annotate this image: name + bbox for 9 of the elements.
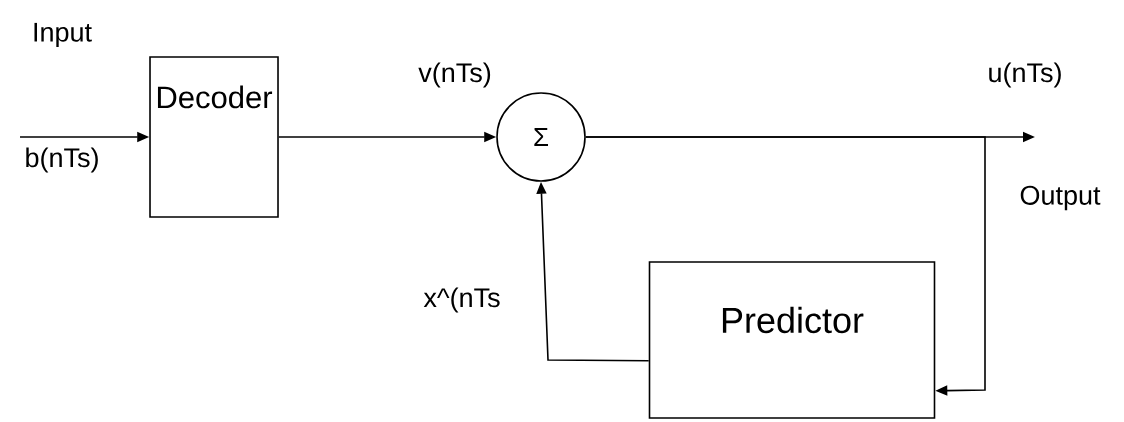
process-box: Decoder [149, 56, 279, 218]
signal-label: u(nTs) [989, 62, 1061, 88]
signal-label: v(nTs) [418, 62, 491, 88]
signal-label: Output [1020, 185, 1101, 211]
signal-label: x^(nTs [423, 287, 500, 313]
arrow [585, 136, 986, 396]
process-box: Predictor [648, 261, 936, 419]
signal-label: b(nTs) [26, 147, 98, 173]
signal-label: Input [34, 22, 92, 48]
